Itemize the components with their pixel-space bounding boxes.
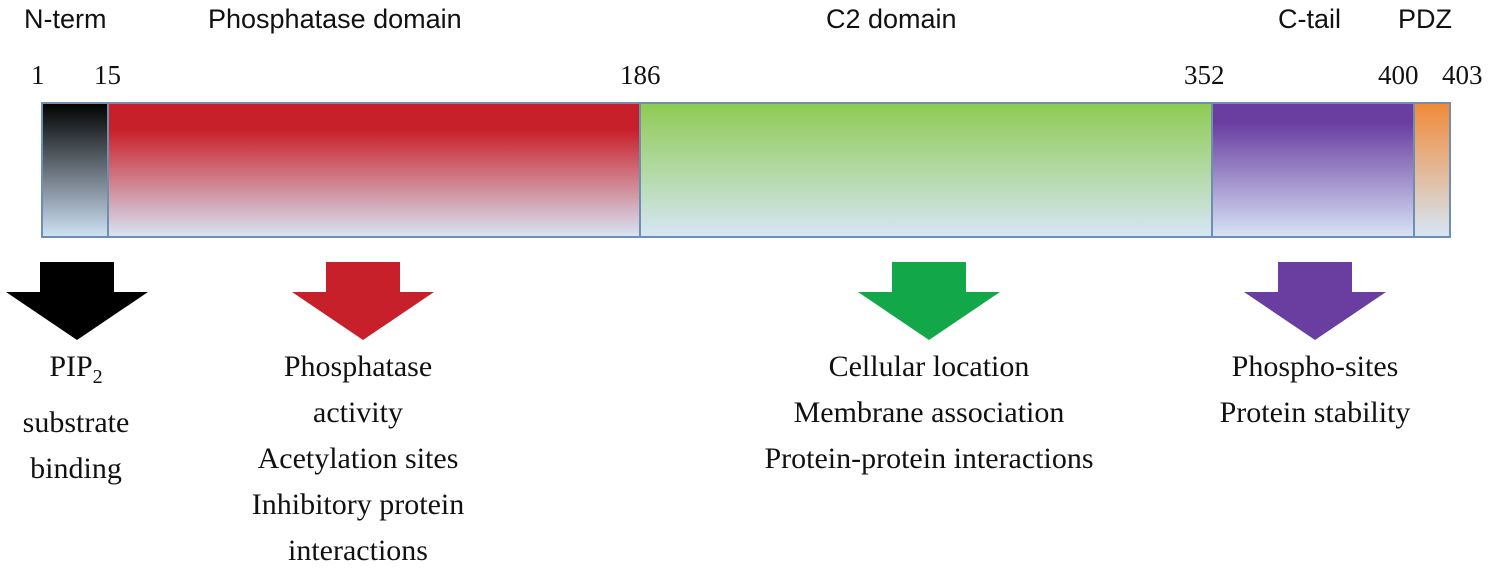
position-1: 1	[31, 60, 45, 90]
function-phosphatase-line-1: Phosphatase	[283, 350, 433, 383]
arrow-ctail	[1244, 262, 1386, 340]
label-c-tail: C-tail	[1278, 4, 1342, 34]
position-352: 352	[1184, 60, 1225, 90]
function-c2-line-2: Membrane association	[793, 396, 1065, 429]
function-phosphatase-line-3: Acetylation sites	[257, 442, 459, 475]
arrow-phosphatase	[292, 262, 434, 340]
domain-block-pdz	[1413, 102, 1451, 238]
pip-text: PIP	[49, 350, 93, 383]
function-ctail: Phospho-sites Protein stability	[1180, 344, 1450, 436]
function-c2-line-1: Cellular location	[828, 350, 1030, 383]
arrow-c2	[858, 262, 1000, 340]
position-186: 186	[620, 60, 661, 90]
function-c2-line-3: Protein-protein interactions	[764, 442, 1094, 475]
pip-subscript: 2	[92, 366, 103, 388]
domain-block-ctail	[1211, 102, 1415, 238]
function-nterm: PIP2 substrate binding	[0, 344, 152, 492]
function-ctail-line-1: Phospho-sites	[1231, 350, 1399, 383]
arrow-nterm	[6, 262, 148, 340]
function-phosphatase: Phosphatase activity Acetylation sites I…	[203, 344, 513, 574]
label-phosphatase-domain: Phosphatase domain	[208, 4, 462, 34]
function-phosphatase-line-4: Inhibitory protein	[251, 488, 465, 521]
position-15: 15	[94, 60, 121, 90]
function-nterm-line-pip2: PIP2	[0, 344, 152, 400]
label-nterm: N-term	[24, 4, 107, 34]
function-ctail-line-2: Protein stability	[1219, 396, 1411, 429]
position-403: 403	[1442, 60, 1483, 90]
domain-block-c2	[639, 102, 1213, 238]
label-pdz: PDZ	[1398, 4, 1452, 34]
domain-block-phosphatase	[107, 102, 641, 238]
function-c2: Cellular location Membrane association P…	[704, 344, 1154, 482]
position-400: 400	[1378, 60, 1419, 90]
function-phosphatase-line-2: activity	[313, 396, 403, 429]
label-c2-domain: C2 domain	[826, 4, 957, 34]
function-phosphatase-line-5: interactions	[288, 534, 428, 567]
domain-block-nterm	[41, 102, 109, 238]
function-nterm-line-3: binding	[30, 452, 122, 485]
function-nterm-line-2: substrate	[22, 406, 130, 439]
